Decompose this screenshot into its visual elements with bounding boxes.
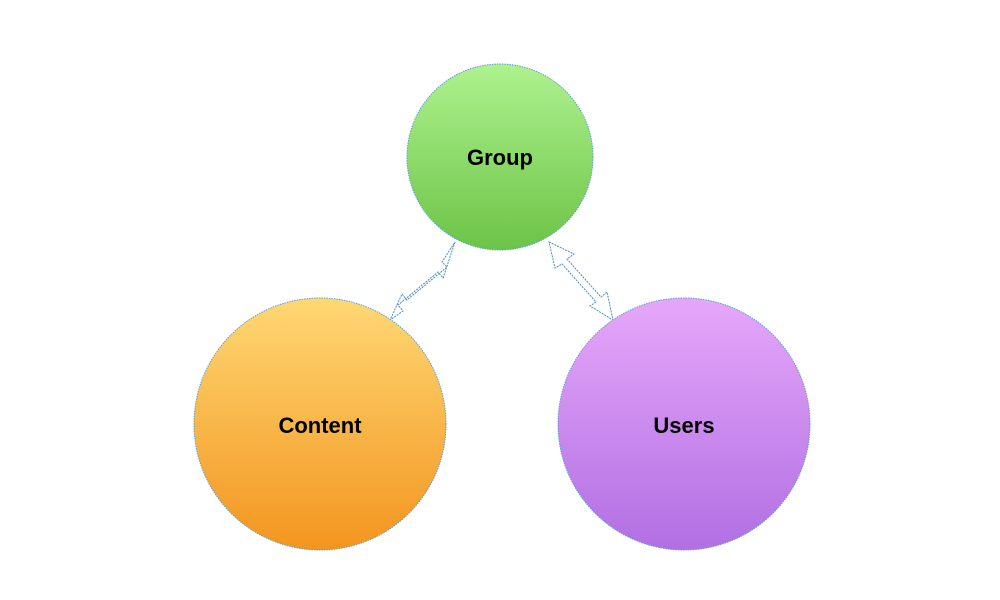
node-label-group: Group [467,145,533,170]
node-label-users: Users [653,413,714,438]
node-content[interactable]: Content [193,297,447,551]
double-arrow-icon [548,241,614,322]
double-arrow-icon [388,241,456,322]
node-users[interactable]: Users [557,297,811,551]
edge-group-content [388,241,456,322]
node-label-content: Content [278,413,362,438]
edge-group-users [548,241,614,322]
node-group[interactable]: Group [406,63,594,251]
